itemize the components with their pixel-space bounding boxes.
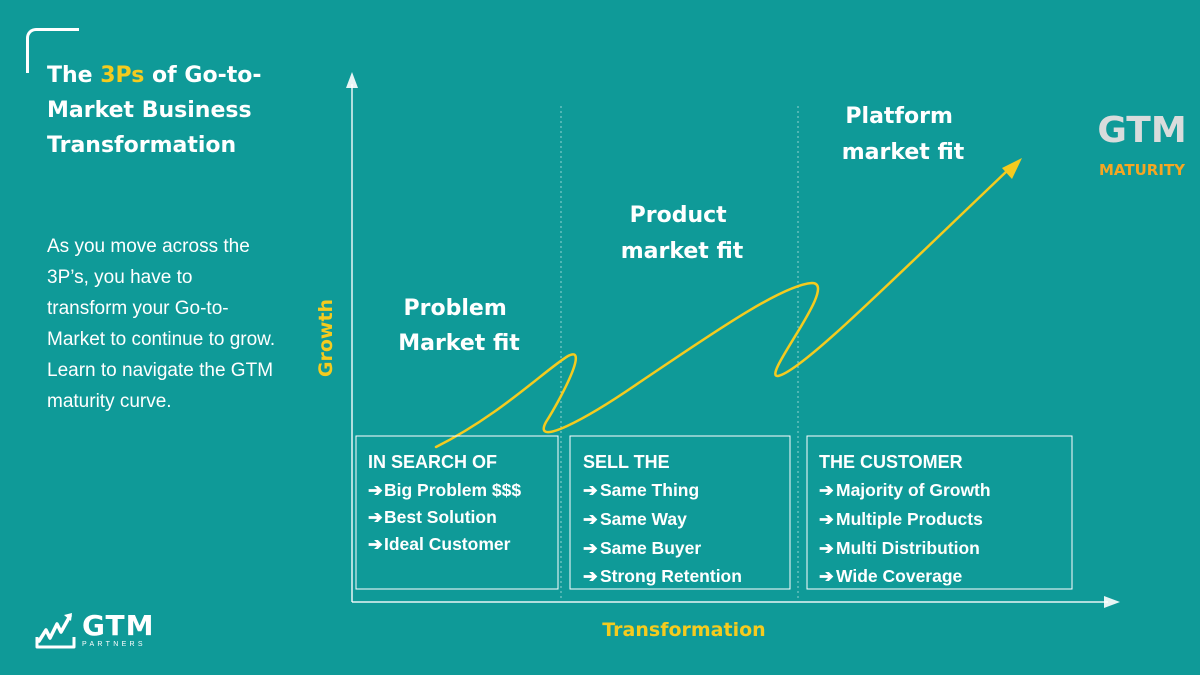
brand-name: GTM (82, 609, 155, 642)
brand-logo: GTM PARTNERS (34, 610, 154, 650)
list-item: ➔ Strong Retention (583, 566, 742, 586)
list-item-label: Multi Distribution (836, 538, 980, 558)
list-item-label: Same Buyer (600, 538, 701, 558)
list-item: ➔ Ideal Customer (368, 534, 511, 554)
list-item-label: Majority of Growth (836, 480, 991, 500)
phase-label-platform-line-2: market fit (842, 140, 965, 165)
arrow-bullet-icon: ➔ (583, 538, 598, 558)
phase-box-problem-items: ➔ Big Problem $$$ ➔ Best Solution ➔ Idea… (368, 480, 521, 554)
x-axis-label: Transformation (602, 619, 765, 641)
phase-box-product-heading: SELL THE (583, 452, 670, 472)
phase-label-platform-line-1: Platform (845, 104, 953, 129)
phase-box-product-items: ➔ Same Thing ➔ Same Way ➔ Same Buyer ➔ S… (583, 480, 742, 586)
list-item: ➔ Same Buyer (583, 538, 701, 558)
y-axis-arrowhead (346, 72, 358, 88)
corner-bracket-decoration (26, 28, 79, 73)
x-axis-arrowhead (1104, 596, 1120, 608)
list-item: ➔ Big Problem $$$ (368, 480, 521, 500)
phase-box-platform: THE CUSTOMER ➔ Majority of Growth ➔ Mult… (806, 435, 1073, 590)
arrow-bullet-icon: ➔ (819, 480, 834, 500)
list-item: ➔ Multi Distribution (819, 538, 980, 558)
list-item: ➔ Same Way (583, 509, 687, 529)
arrow-bullet-icon: ➔ (583, 480, 598, 500)
title-suffix: of Go-to-Market Business Transformation (47, 63, 262, 158)
list-item: ➔ Best Solution (368, 507, 497, 527)
list-item: ➔ Multiple Products (819, 509, 983, 529)
list-item-label: Big Problem $$$ (384, 480, 521, 500)
intro-paragraph: As you move across the 3P’s, you have to… (47, 236, 276, 412)
phase-box-product: SELL THE ➔ Same Thing ➔ Same Way ➔ Same … (569, 435, 791, 590)
list-item-label: Strong Retention (600, 566, 742, 586)
arrow-bullet-icon: ➔ (583, 566, 598, 586)
phase-label-product: Product market fit (621, 203, 744, 264)
page-title: The 3Ps of Go-to-Market Business Transfo… (47, 58, 287, 163)
growth-curve (434, 168, 1010, 449)
phase-box-problem-border (355, 435, 559, 590)
phase-label-product-line-1: Product (630, 203, 728, 228)
maturity-subtitle: MATURITY (1099, 161, 1186, 179)
phase-label-product-line-2: market fit (621, 239, 744, 264)
growth-curve-arrowhead (1002, 158, 1022, 179)
list-item: ➔ Wide Coverage (819, 566, 963, 586)
list-item-label: Wide Coverage (836, 566, 963, 586)
list-item: ➔ Majority of Growth (819, 480, 991, 500)
phase-box-product-border (569, 435, 791, 590)
list-item-label: Same Way (600, 509, 687, 529)
arrow-bullet-icon: ➔ (368, 480, 383, 500)
phase-box-platform-heading: THE CUSTOMER (819, 452, 963, 472)
arrow-bullet-icon: ➔ (819, 538, 834, 558)
y-axis-label: Growth (315, 299, 337, 377)
arrow-bullet-icon: ➔ (368, 534, 383, 554)
list-item: ➔ Same Thing (583, 480, 699, 500)
phase-box-platform-border (806, 435, 1073, 590)
list-item-label: Same Thing (600, 480, 699, 500)
list-item-label: Ideal Customer (384, 534, 511, 554)
brand-subtitle: PARTNERS (82, 641, 146, 648)
phase-box-problem-heading: IN SEARCH OF (368, 452, 497, 472)
list-item-label: Best Solution (384, 507, 497, 527)
phase-label-platform: Platform market fit (842, 104, 965, 165)
list-item-label: Multiple Products (836, 509, 983, 529)
phase-label-problem: Problem Market fit (398, 296, 520, 356)
title-prefix: The (47, 63, 101, 88)
phase-label-problem-line-1: Problem (404, 296, 507, 321)
arrow-bullet-icon: ➔ (583, 509, 598, 529)
arrow-bullet-icon: ➔ (819, 509, 834, 529)
phase-box-platform-items: ➔ Majority of Growth ➔ Multiple Products… (819, 480, 991, 586)
growth-chart-icon (35, 613, 76, 649)
phase-label-problem-line-2: Market fit (398, 331, 520, 356)
arrow-bullet-icon: ➔ (368, 507, 383, 527)
maturity-title: GTM (1097, 110, 1186, 151)
arrow-bullet-icon: ➔ (819, 566, 834, 586)
title-highlight: 3Ps (100, 63, 145, 88)
phase-box-problem: IN SEARCH OF ➔ Big Problem $$$ ➔ Best So… (355, 435, 559, 590)
